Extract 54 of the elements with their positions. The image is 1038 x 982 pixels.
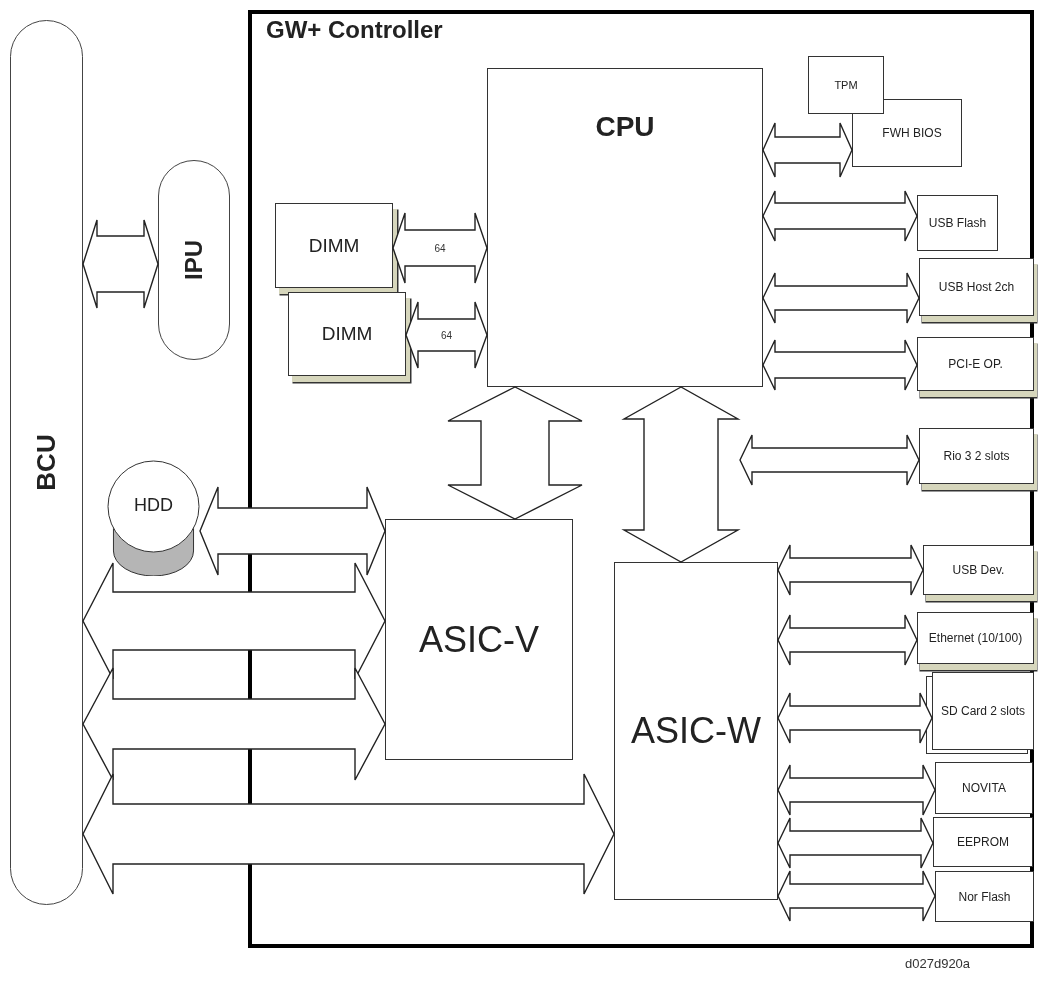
node-label: ASIC-W [631, 710, 761, 752]
device-box [933, 817, 1033, 867]
double-block-arrow [621, 386, 741, 563]
node-label: USB Host 2ch [938, 280, 1015, 294]
node-label: USB Dev. [952, 563, 1005, 577]
device-box [935, 762, 1033, 814]
node-label: EEPROM [957, 835, 1009, 849]
controller-frame [248, 10, 1034, 948]
double-block-arrow [762, 122, 853, 178]
node-label: DIMM [321, 323, 373, 345]
double-block-arrow [82, 219, 159, 309]
edge-label: 64 [440, 329, 453, 341]
node-label: Nor Flash [958, 889, 1011, 904]
double-block-arrow [777, 764, 936, 816]
node-label: HDD [134, 494, 173, 516]
chip-box [614, 562, 778, 900]
double-block-arrow [82, 773, 615, 895]
device-box [917, 195, 998, 251]
double-block-arrow [777, 614, 918, 666]
figure-number: d027d920a [905, 956, 971, 971]
double-block-arrow [447, 386, 583, 520]
double-block-arrow [392, 212, 488, 284]
node-label: SD Card 2 slots [941, 704, 1025, 718]
node-label: ASIC-V [419, 618, 539, 661]
double-block-arrow [777, 692, 933, 744]
node-label: IPU [180, 240, 208, 280]
double-block-arrow [762, 339, 918, 391]
double-block-arrow [777, 544, 924, 596]
node-label: DIMM [308, 234, 360, 257]
disk-cylinder [107, 460, 200, 576]
edge-label: 64 [434, 242, 446, 254]
node-label: FWH BIOS [881, 126, 942, 140]
device-box [935, 871, 1034, 922]
chip-box [385, 519, 573, 760]
chip-box [808, 56, 884, 114]
double-block-arrow [82, 667, 386, 781]
node-label: PCI-E OP. [948, 357, 1003, 371]
double-block-arrow [762, 190, 918, 242]
double-block-arrow [777, 870, 936, 922]
double-block-arrow [405, 301, 488, 369]
node-label: NOVITA [962, 781, 1006, 795]
diagram-heading: GW+ Controller [266, 16, 443, 44]
processor-box [487, 68, 763, 387]
node-label: CPU [595, 111, 655, 143]
node-label: TPM [834, 79, 858, 91]
node-label: Rio 3 2 slots [943, 449, 1010, 463]
double-block-arrow [762, 272, 920, 324]
node-label: USB Flash [928, 216, 987, 230]
double-block-arrow [777, 817, 934, 869]
node-label: Ethernet (10/100) [928, 631, 1023, 645]
node-label: BCU [31, 434, 62, 491]
double-block-arrow [199, 486, 386, 576]
chip-box [852, 99, 962, 167]
double-block-arrow [739, 434, 920, 486]
